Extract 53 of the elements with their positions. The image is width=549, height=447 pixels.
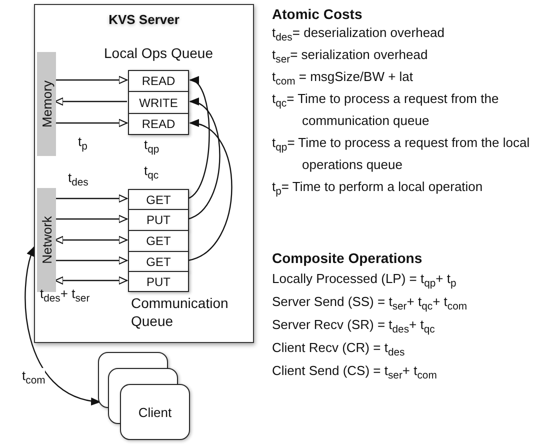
slot-label: GET [146,234,171,248]
cost-label: t$_{des}$ [68,170,88,186]
arrow [188,100,220,220]
queue-slot [128,70,189,92]
arrow [54,236,128,244]
queue-slot [128,189,189,210]
arrow [55,194,128,203]
definition-text: t$_{des}$= deserialization overhead [272,24,446,44]
arrow [54,97,127,106]
arrow [188,79,210,199]
box-title: KVS Server [108,12,180,27]
slot-label: GET [146,192,171,206]
slot-label: GET [146,254,171,268]
bar-label: Network [39,216,54,264]
formula-text: Locally Processed (LP) = t$_{qp}$+ t$_{p}$ [272,270,458,290]
definition-text: t$_{p}$= Time to perform a local operation [272,178,484,198]
queue-title: Local Ops Queue [103,45,214,61]
server-box [34,4,254,343]
queue-slot [128,271,189,292]
edge-label: t$_{com}$ [22,368,46,383]
queue-slot [128,113,189,135]
arrow [188,120,232,262]
formula-text: Server Recv (SR) = t$_{des}$+ t$_{qc}$ [272,316,436,336]
formula-text: Server Send (SS) = t$_{ser}$+ t$_{qc}$+ t$_{com}$ [272,293,468,313]
bar-label: Memory [39,80,54,128]
slot-label: READ [142,74,176,88]
cost-label: t$_{qc}$ [144,163,159,179]
slot-label: WRITE [139,96,178,110]
cost-label: t$_{qp}$ [144,137,160,153]
formula-text: Client Recv (CR) = t$_{des}$ [272,339,406,359]
arrow [54,276,128,285]
queue-slot [128,230,189,252]
definition-text: t$_{com}$ = msgSize/BW + lat [272,68,414,88]
arrow [55,76,128,84]
section-heading: Atomic Costs [272,6,362,22]
queue-title: Communication Queue [131,294,230,330]
cost-label: t$_{p}$ [78,134,88,150]
definition-text: t$_{ser}$= serialization overhead [272,46,429,66]
arrow [55,118,128,128]
card-label: Client [138,404,172,420]
section-heading: Composite Operations [272,250,422,266]
formula-text: Client Send (CS) = t$_{ser}$+ t$_{com}$ [272,362,438,382]
slot-label: PUT [146,213,170,227]
arrow [24,246,101,404]
queue-slot [128,209,189,231]
queue-slot [128,251,189,272]
queue-slot [128,91,189,114]
slot-label: READ [142,117,176,131]
cost-label: t$_{des}$+ t$_{ser}$ [40,286,90,302]
slot-label: PUT [146,274,170,288]
arrow [55,214,128,224]
component-bar [37,52,56,156]
arrow [55,256,128,265]
